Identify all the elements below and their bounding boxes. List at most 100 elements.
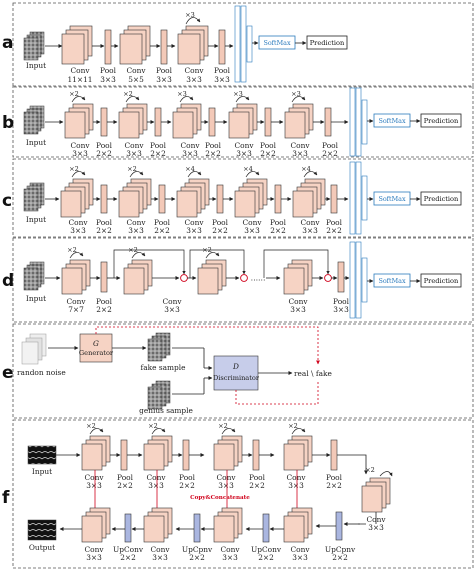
layer-size: 3×3	[302, 226, 318, 235]
layer-size: 3×3	[186, 75, 202, 84]
pool-block	[182, 439, 190, 471]
generator-letter: G	[93, 339, 99, 348]
layer-name: Pool	[214, 66, 231, 75]
layer-size: 2×2	[96, 149, 112, 158]
layer-name: Conv	[290, 545, 310, 554]
layer-size: 3×3	[222, 553, 238, 562]
panel-e: randon noise G Generator fake sample gen…	[17, 326, 332, 415]
panel-b: Input ×2 ×2 ×3	[23, 87, 462, 158]
decoder-stage-4	[283, 507, 313, 543]
layer-size: 3×3	[72, 149, 88, 158]
layer-name: Pool	[96, 297, 113, 306]
input-image	[23, 31, 45, 61]
pool-block	[160, 29, 168, 65]
layer-name: Pool	[249, 473, 266, 482]
block-group-4: ×4	[234, 165, 292, 218]
feedback-arrows	[95, 326, 320, 405]
prediction-label: Prediction	[310, 39, 345, 47]
input-label: Input	[26, 61, 46, 70]
layer-size: 3×3	[368, 523, 384, 532]
layer-name: Conv	[84, 545, 104, 554]
prediction-box	[420, 191, 462, 206]
layer-size: 2×2	[249, 481, 265, 490]
pool-block	[120, 439, 128, 471]
layer-size: 2×2	[332, 553, 348, 562]
layer-name: Conv	[84, 473, 104, 482]
decoder-stage-2	[143, 507, 173, 543]
panel-letter-f: f	[2, 488, 10, 508]
conv-block	[177, 25, 209, 65]
layer-size: 2×2	[322, 149, 338, 158]
layer-size: 2×2	[326, 226, 342, 235]
frame-a	[12, 2, 474, 88]
conv-block	[61, 259, 91, 295]
upconv-block	[262, 513, 270, 543]
layer-size: 3×3	[100, 75, 116, 84]
pool-block	[208, 107, 216, 137]
repeat-label: ×2	[218, 422, 228, 430]
layer-size: 2×2	[205, 149, 221, 158]
layer-size: 3×3	[218, 481, 234, 490]
fc-column	[349, 241, 368, 319]
layer-size: 3×3	[214, 75, 230, 84]
panel-c: Input ×2 ×2	[23, 161, 462, 235]
layer-size: 2×2	[150, 149, 166, 158]
layer-name: Conv	[126, 66, 146, 75]
repeat-label: ×3	[291, 90, 301, 98]
pool-block	[100, 261, 108, 293]
layer-size: 2×2	[260, 149, 276, 158]
layer-name: Pool	[150, 141, 167, 150]
layer-size: 2×2	[96, 226, 112, 235]
prediction-box	[306, 35, 348, 50]
decoder-stage-3	[213, 507, 243, 543]
conv-block	[197, 259, 227, 295]
layer-name: Pool	[326, 473, 343, 482]
conv-block	[61, 25, 93, 65]
softmax-label: SoftMax	[378, 195, 406, 203]
skip-connections	[93, 470, 299, 513]
frame-f	[12, 419, 474, 569]
layer-size: 3×3	[128, 226, 144, 235]
frame-e	[12, 323, 474, 419]
fc-column	[234, 5, 253, 83]
pool-block	[154, 107, 162, 137]
discriminator-box	[213, 355, 259, 391]
discriminator-letter: D	[232, 362, 239, 371]
pool-block	[100, 107, 108, 137]
repeat-label: ×2	[127, 165, 137, 173]
repeat-label: ×2	[148, 422, 158, 430]
pool-block	[104, 29, 112, 65]
layer-name: Conv	[184, 66, 204, 75]
layer-size: 3×3	[290, 305, 306, 314]
conv-block	[123, 259, 153, 295]
layer-name: Conv	[184, 218, 204, 227]
layer-name: Pool	[333, 297, 350, 306]
genuine-sample-image	[147, 380, 171, 410]
layer-name: Conv	[66, 297, 86, 306]
encoder-stage-4: ×2	[283, 422, 368, 475]
softmax-label: SoftMax	[378, 277, 406, 285]
add-node-icon	[180, 274, 188, 282]
block-group-1: ×2	[64, 90, 118, 139]
copy-concatenate-label: Copy&Concatenate	[190, 495, 250, 501]
repeat-label: ×2	[128, 246, 138, 254]
layer-name: Conv	[124, 141, 144, 150]
layer-name: Conv	[150, 545, 170, 554]
repeat-label: ×3	[177, 90, 187, 98]
input-label: Input	[26, 294, 46, 303]
layer-name: Pool	[326, 218, 343, 227]
layer-size: 2×2	[189, 553, 205, 562]
bottleneck-block: ×2	[361, 466, 393, 513]
layer-size: 3×3	[148, 481, 164, 490]
noise-label: randon noise	[17, 368, 66, 377]
layer-size: 3×3	[156, 75, 172, 84]
input-image	[23, 182, 45, 212]
layer-name: Conv	[366, 515, 386, 524]
block-group-2: ×2	[118, 90, 172, 139]
pool-block	[337, 261, 345, 293]
block-group-1: ×2	[60, 165, 118, 218]
panel-f: Input ×2 ×2 ×2	[27, 422, 393, 562]
layer-size: 2×2	[326, 481, 342, 490]
conv-block	[119, 25, 151, 65]
